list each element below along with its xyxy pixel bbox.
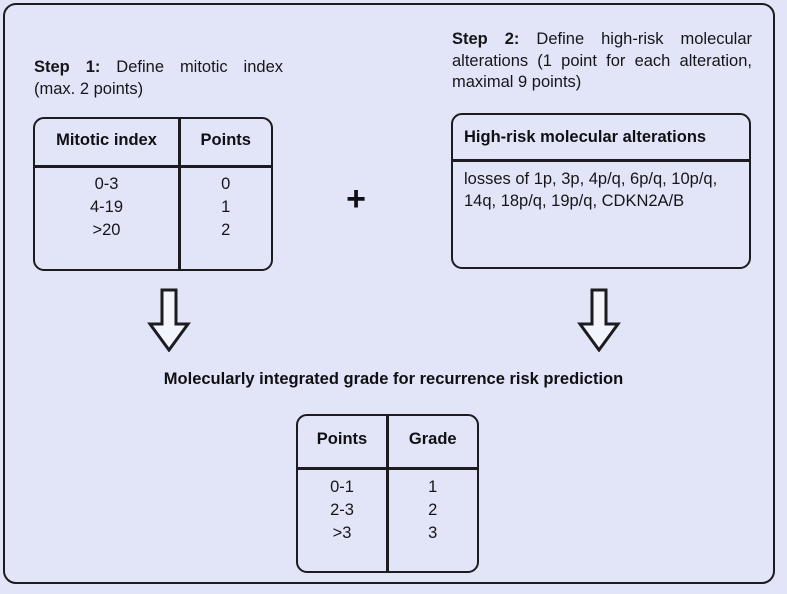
step-2-label: Step 2: (452, 30, 520, 48)
column-header-points: Points (200, 131, 251, 149)
table-header-divider (298, 467, 477, 470)
step-2-text: Define high-risk molecular alterations (… (452, 30, 753, 91)
alterations-panel-header: High-risk molecular alterations (464, 127, 707, 146)
integrated-grade-caption: Molecularly integrated grade for recurre… (163, 370, 624, 388)
grade-table: Points 0-1 2-3 >3 Grade 1 2 3 (296, 414, 479, 573)
down-arrow-icon (146, 288, 192, 353)
high-risk-alterations-panel: High-risk molecular alterations losses o… (451, 113, 751, 269)
column-header-mitotic-index: Mitotic index (56, 131, 157, 149)
mitotic-index-column: Mitotic index 0-3 4-19 >20 (35, 119, 178, 269)
step-1-label: Step 1: (34, 58, 101, 76)
grade-values: 1 2 3 (428, 478, 438, 542)
column-header-points: Points (316, 430, 368, 448)
grade-points-column: Points 0-1 2-3 >3 (298, 416, 386, 571)
grade-values-column: Grade 1 2 3 (389, 416, 478, 571)
mitotic-index-table: Mitotic index 0-3 4-19 >20 Points 0 1 2 (33, 117, 273, 271)
points-column: Points 0 1 2 (181, 119, 272, 269)
step-1-description: Step 1: Define mitotic index (max. 2 poi… (34, 57, 283, 100)
column-header-grade: Grade (408, 430, 457, 448)
points-values: 0 1 2 (221, 175, 231, 239)
step-2-description: Step 2: Define high-risk molecular alter… (452, 29, 752, 94)
down-arrow-icon (576, 288, 622, 353)
mitotic-index-values: 0-3 4-19 >20 (89, 175, 124, 239)
alterations-panel-divider (453, 159, 749, 162)
table-column-divider (178, 119, 181, 269)
grade-points-values: 0-1 2-3 >3 (330, 478, 354, 542)
step-1-text: Define mitotic index (max. 2 points) (34, 58, 283, 98)
plus-operator-icon: + (346, 180, 366, 218)
table-column-divider (386, 416, 389, 571)
table-header-divider (35, 165, 271, 168)
alterations-list: losses of 1p, 3p, 4p/q, 6p/q, 10p/q, 14q… (464, 170, 718, 210)
